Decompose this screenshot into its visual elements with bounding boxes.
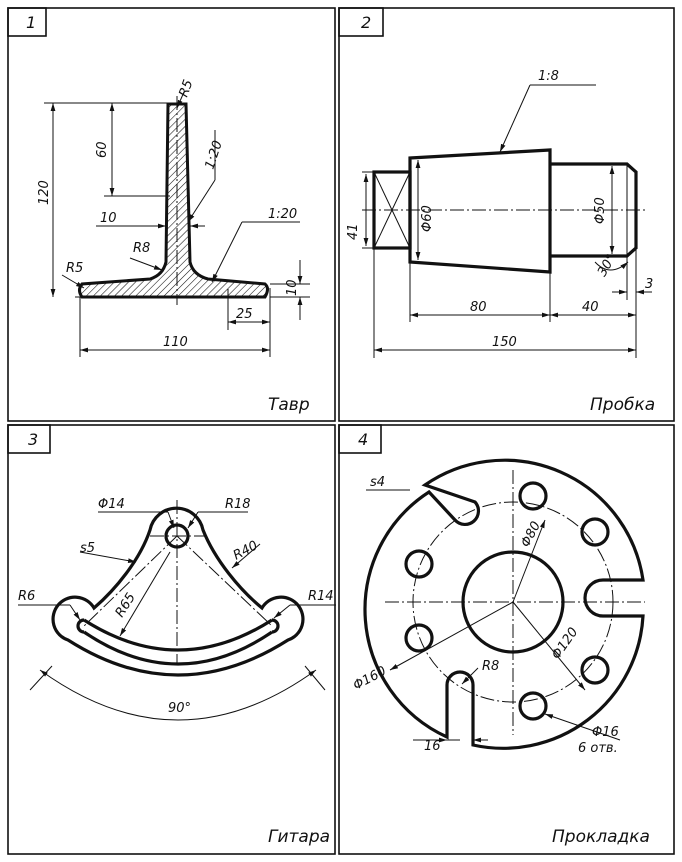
panel-number-1: 1	[26, 13, 36, 32]
label-phi14: Φ14	[98, 497, 125, 512]
label-r5-top: R5	[177, 78, 197, 99]
prokladka-labels: s4 Φ80 Φ120 Φ160 R8 16 Φ16 6 отв.	[351, 475, 619, 756]
label-10-flange: 10	[285, 279, 300, 296]
label-s5: s5	[80, 541, 95, 556]
panel-number-3: 3	[28, 430, 38, 449]
label-40: 40	[582, 300, 599, 315]
tavr-profile	[78, 96, 269, 305]
gitara-labels: Φ14 R18 R40 s5 R65 R6 R14 90°	[18, 497, 334, 716]
label-6-holes: 6 отв.	[578, 741, 618, 756]
panel-title-tavr: Тавр	[268, 395, 310, 415]
gitara-dimensions	[18, 511, 336, 721]
label-slope-web: 1:20	[203, 139, 226, 171]
panel-number-4: 4	[358, 430, 368, 449]
label-r40: R40	[231, 538, 261, 563]
label-r8: R8	[133, 241, 150, 256]
label-25: 25	[236, 307, 253, 322]
panel-number-2: 2	[361, 13, 371, 32]
label-80: 80	[470, 300, 487, 315]
label-phi60: Φ60	[420, 205, 435, 232]
label-phi80: Φ80	[518, 519, 544, 550]
prokladka-holes	[404, 481, 610, 721]
prokladka-dimensions	[366, 489, 621, 743]
panel-frames	[7, 7, 675, 855]
label-r5-left: R5	[66, 261, 83, 276]
label-sq41: 41	[346, 223, 361, 240]
label-r18: R18	[225, 497, 251, 512]
label-60: 60	[95, 141, 110, 158]
tavr-dimensions	[44, 91, 310, 357]
label-s4: s4	[370, 475, 385, 490]
panel-title-gitara: Гитара	[268, 827, 330, 847]
label-3: 3	[645, 277, 653, 292]
label-r6: R6	[18, 589, 35, 604]
panel-title-prokladka: Прокладка	[552, 827, 650, 847]
label-150: 150	[492, 335, 517, 350]
label-r14: R14	[308, 589, 334, 604]
panel-title-probka: Пробка	[590, 395, 655, 415]
gitara-profile	[51, 500, 305, 677]
label-angle90: 90°	[168, 701, 191, 716]
prokladka-profile	[363, 458, 645, 750]
label-110: 110	[163, 335, 188, 350]
label-120: 120	[37, 180, 52, 205]
label-phi50: Φ50	[593, 197, 608, 224]
label-phi160: Φ160	[351, 664, 389, 694]
probka-dimensions	[362, 84, 652, 358]
label-16-width: 16	[424, 739, 441, 754]
label-phi16: Φ16	[592, 725, 619, 740]
label-10-web: 10	[100, 211, 117, 226]
label-taper: 1:8	[538, 69, 559, 84]
label-r8: R8	[482, 659, 499, 674]
label-slope-flange: 1:20	[268, 207, 297, 222]
